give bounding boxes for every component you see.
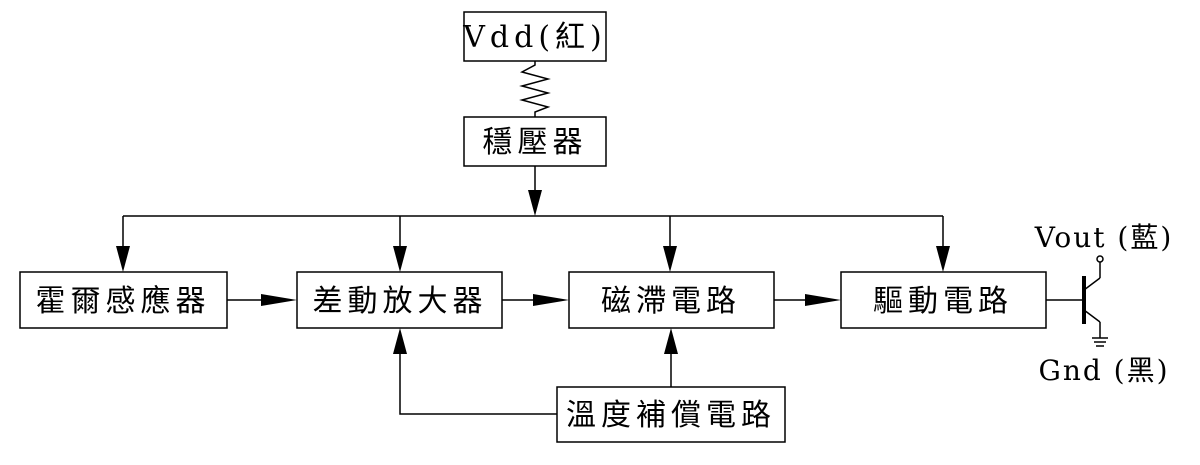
driver-label: 驅動電路 bbox=[873, 284, 1013, 319]
arrow-hysteresis-to-driver bbox=[805, 294, 841, 306]
arrow-diffamp-to-hysteresis bbox=[533, 294, 569, 306]
hall-sensor-label: 霍爾感應器 bbox=[36, 284, 211, 319]
vdd-label: Vdd(紅) bbox=[462, 20, 606, 55]
vdd-block: Vdd(紅) bbox=[462, 11, 607, 62]
ground-icon bbox=[1092, 337, 1108, 347]
resistor-zigzag bbox=[519, 61, 551, 117]
regulator-label: 穩壓器 bbox=[483, 125, 588, 160]
driver-block: 驅動電路 bbox=[840, 271, 1047, 329]
bus-arrow-driver bbox=[936, 246, 950, 272]
regulator-arrow bbox=[528, 190, 542, 216]
hysteresis-block: 磁滯電路 bbox=[568, 271, 775, 329]
temp-to-diffamp-wire bbox=[399, 352, 557, 415]
gnd-label: Gnd (黑) bbox=[1038, 354, 1169, 387]
regulator-block: 穩壓器 bbox=[463, 116, 607, 167]
temp-comp-label: 溫度補償電路 bbox=[566, 398, 776, 433]
hysteresis-label: 磁滯電路 bbox=[601, 284, 741, 319]
arrow-hall-to-diffamp bbox=[261, 294, 297, 306]
diff-amp-label: 差動放大器 bbox=[313, 284, 488, 319]
bus-arrow-hysteresis bbox=[663, 246, 677, 272]
bus-arrow-hall bbox=[116, 246, 130, 272]
hall-sensor-block: 霍爾感應器 bbox=[19, 271, 228, 329]
vout-terminal bbox=[1096, 255, 1104, 263]
temp-to-hysteresis-arrow bbox=[664, 328, 678, 354]
transistor-symbol bbox=[1082, 262, 1101, 338]
bus-arrow-diffamp bbox=[393, 246, 407, 272]
temp-comp-block: 溫度補償電路 bbox=[556, 386, 786, 443]
diff-amp-block: 差動放大器 bbox=[296, 271, 503, 329]
vout-label: Vout (藍) bbox=[1034, 221, 1174, 254]
temp-to-diffamp-arrow bbox=[393, 328, 407, 354]
